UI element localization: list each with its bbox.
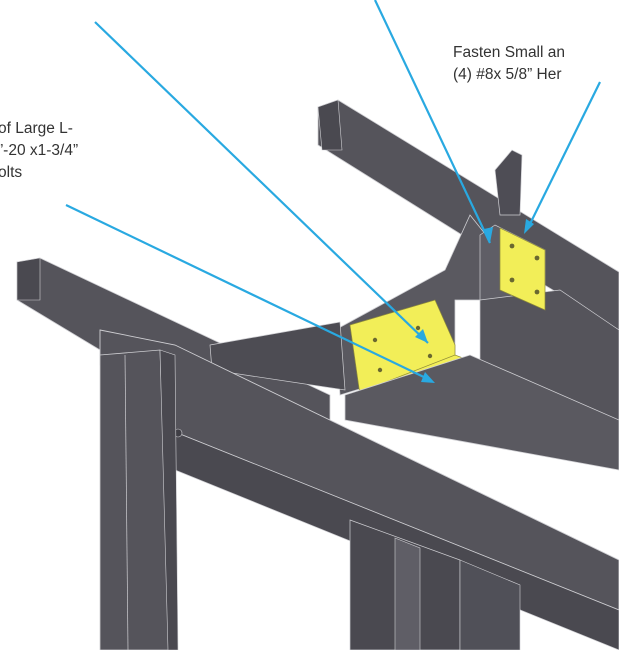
leader-line-large-bracket-lower bbox=[65, 204, 431, 381]
left-leg bbox=[99, 349, 179, 650]
arrowhead-right bbox=[524, 219, 534, 234]
leader-line-small-bracket bbox=[374, 0, 491, 244]
leader-lines bbox=[65, 0, 601, 381]
arrowhead-top bbox=[484, 227, 493, 243]
arrowhead-upper bbox=[415, 329, 428, 343]
arrowhead-lower bbox=[421, 372, 435, 383]
leader-line-small-bracket-right bbox=[527, 81, 601, 229]
callout-large-bracket-line-2: ”-20 x1-3/4” bbox=[0, 142, 79, 159]
small-bracket bbox=[499, 227, 546, 311]
callout-large-bracket-line-3: olts bbox=[0, 164, 23, 181]
leader-arrowheads bbox=[415, 219, 534, 383]
vertical-post bbox=[494, 149, 523, 216]
callout-small-bracket-line-2: (4) #8x 5/8” Her bbox=[453, 66, 562, 83]
callout-large-bracket: of Large L- ”-20 x1-3/4” olts bbox=[0, 118, 78, 184]
leader-line-large-bracket-upper bbox=[94, 21, 429, 344]
callout-large-bracket-line-1: of Large L- bbox=[0, 120, 73, 137]
callout-small-bracket-line-1: Fasten Small an bbox=[453, 44, 565, 61]
center-leg bbox=[349, 519, 521, 650]
callout-small-bracket: Fasten Small an (4) #8x 5/8” Her bbox=[453, 42, 565, 86]
